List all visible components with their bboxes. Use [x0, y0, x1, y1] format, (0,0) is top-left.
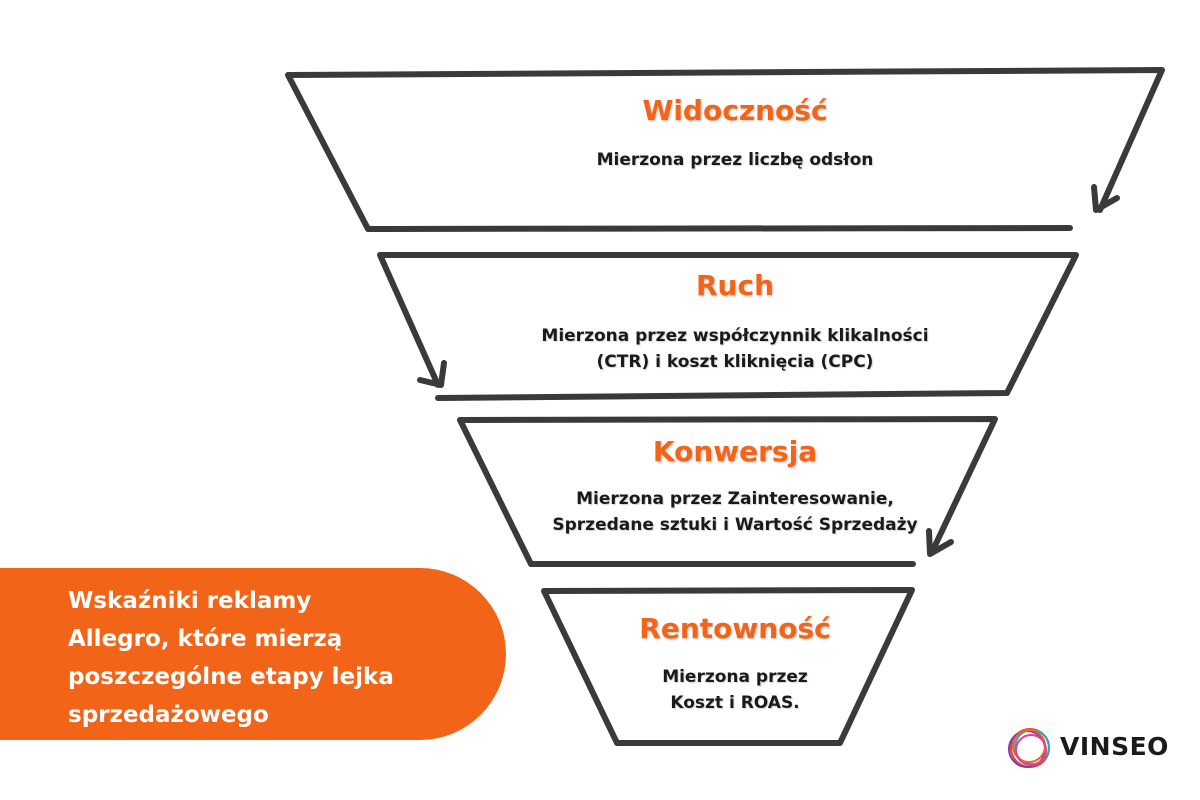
stage-title-profitability: Rentowność	[639, 612, 831, 645]
caption-badge: Wskaźniki reklamy Allegro, które mierzą …	[0, 568, 506, 740]
stage-desc-conversion-line-1: Mierzona przez Zainteresowanie,	[576, 489, 894, 509]
arrow-stage-3-to-4	[926, 528, 954, 557]
caption-text: Wskaźniki reklamy Allegro, które mierzą …	[68, 582, 498, 734]
stage-title-traffic: Ruch	[695, 269, 775, 302]
funnel-stage-1-shape	[285, 67, 1165, 232]
stage-desc-profitability-line-2: Koszt i ROAS.	[670, 693, 800, 713]
caption-line-3: poszczególne etapy lejka	[68, 664, 394, 690]
arrow-stage-2-to-3	[417, 360, 447, 388]
stage-desc-traffic-line-1: Mierzona przez współczynnik klikalności	[541, 326, 929, 346]
vinseo-logo-icon	[1008, 728, 1050, 768]
stage-title-conversion: Konwersja	[652, 435, 818, 468]
stage-desc-visibility: Mierzona przez liczbę odsłon	[596, 150, 874, 170]
stage-title-visibility: Widoczność	[642, 94, 828, 127]
caption-line-1: Wskaźniki reklamy	[68, 588, 312, 614]
stage-desc-traffic-line-2: (CTR) i koszt kliknięcia (CPC)	[596, 352, 874, 372]
stage-desc-profitability-line-1: Mierzona przez	[662, 667, 808, 687]
vinseo-logo: VINSEO	[1004, 722, 1174, 774]
caption-line-4: sprzedażowego	[68, 702, 269, 728]
funnel-stage-2-shape	[377, 252, 1079, 401]
arrow-stage-1-to-2	[1091, 184, 1120, 213]
stage-desc-conversion-line-2: Sprzedane sztuki i Wartość Sprzedaży	[552, 515, 918, 535]
vinseo-logo-text: VINSEO	[1060, 732, 1169, 761]
caption-line-2: Allegro, które mierzą	[68, 626, 343, 652]
funnel-stage-3-shape	[457, 416, 998, 567]
funnel-stage-4-shape	[541, 587, 915, 746]
